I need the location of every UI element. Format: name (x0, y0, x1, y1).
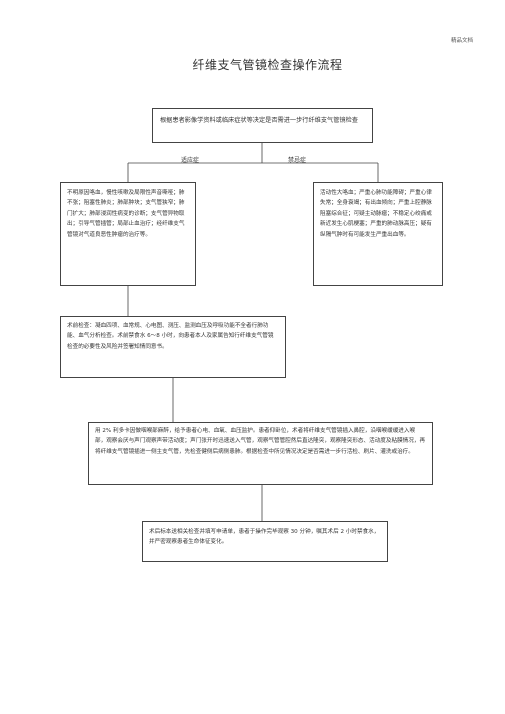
contraindications-box: 活动性大咯血；严重心肺功能障碍；严重心律失常；全身衰竭；有出血倾向；严重上腔静脉… (313, 182, 443, 286)
indications-box: 不明原因咯血，慢性咳嗽及局限性声音嘶哑；肺不张；阻塞性肺炎；肺部肿块；支气管狭窄… (60, 182, 196, 286)
post-procedure-box: 术后标本送相关检查并填写申请单，患者于操作完毕观察 30 分钟，嘱其术后 2 小… (142, 521, 388, 562)
pre-exam-box: 术前检查：凝血四项、血常规、心电图、测压、监测血压及呼吸功能不全者行肺功能、血气… (60, 316, 286, 378)
procedure-box: 用 2% 利多卡因做咽喉部麻醉，给予患者心电、血氧、血压监护。患者仰卧位，术者将… (88, 422, 433, 485)
document-header-label: 精品文档 (450, 38, 473, 44)
branch-contraindication-label: 禁忌症 (288, 157, 307, 164)
pre-exam-text: 术前检查：凝血四项、血常规、心电图、测压、监测血压及呼吸功能不全者行肺功能、血气… (67, 323, 274, 350)
contraindications-text: 活动性大咯血；严重心肺功能障碍；严重心律失常；全身衰竭；有出血倾向；严重上腔静脉… (320, 190, 432, 238)
indications-text: 不明原因咯血，慢性咳嗽及局限性声音嘶哑；肺不张；阻塞性肺炎；肺部肿块；支气管狭窄… (67, 190, 185, 238)
page-title: 纤维支气管镜检查操作流程 (192, 58, 343, 72)
post-procedure-text: 术后标本送相关检查并填写申请单，患者于操作完毕观察 30 分钟，嘱其术后 2 小… (149, 529, 380, 546)
start-decision-box: 根据患者影像学资料或临床症状等决定是否需进一步行纤维支气管镜检查 (152, 108, 373, 143)
procedure-text: 用 2% 利多卡因做咽喉部麻醉，给予患者心电、血氧、血压监护。患者仰卧位，术者将… (95, 428, 426, 455)
start-decision-text: 根据患者影像学资料或临床症状等决定是否需进一步行纤维支气管镜检查 (160, 117, 358, 124)
branch-indication-label: 适应症 (181, 157, 200, 164)
